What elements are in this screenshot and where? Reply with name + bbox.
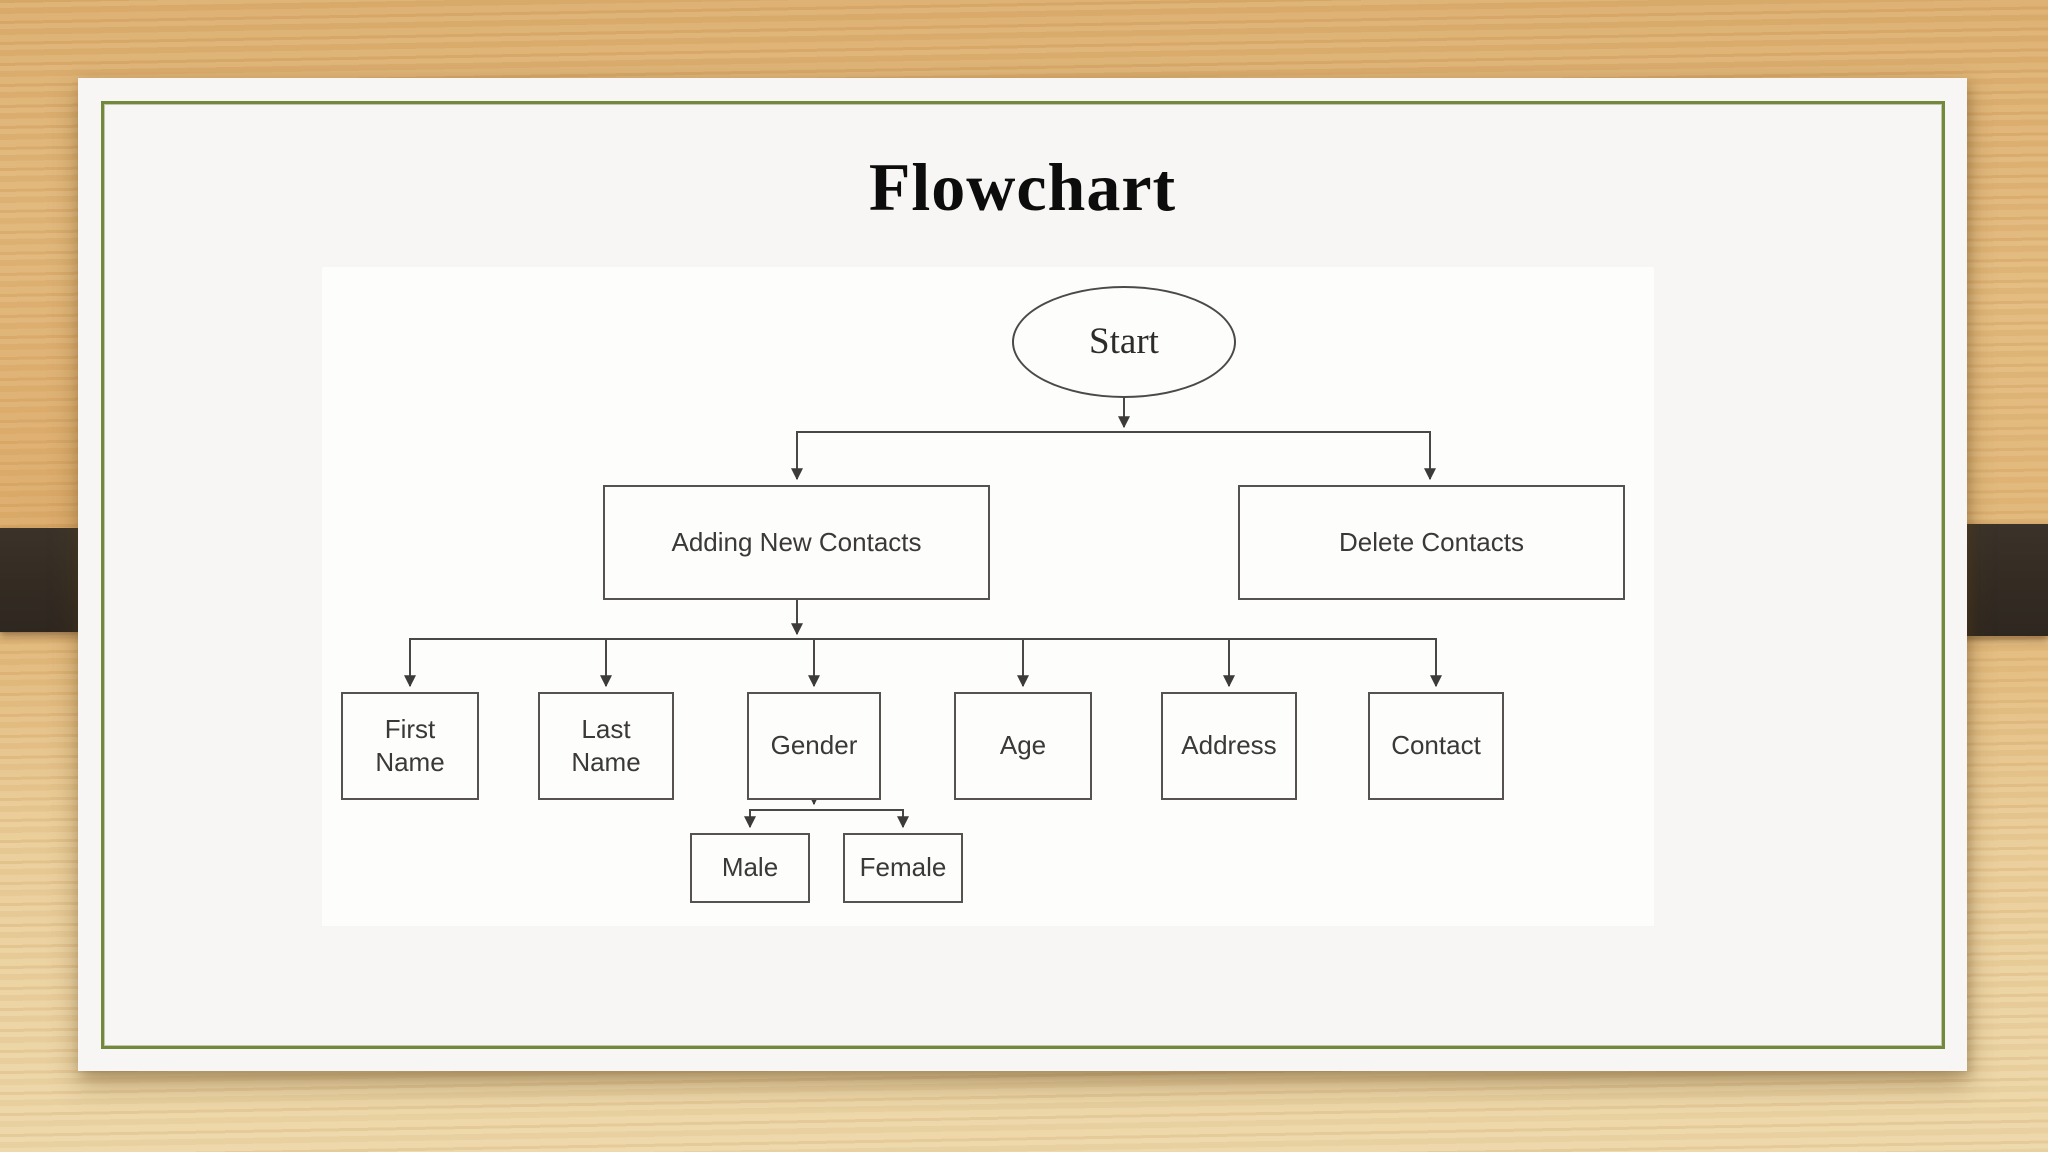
node-contact: Contact bbox=[1368, 692, 1504, 800]
node-last-name-label: Last Name bbox=[571, 713, 641, 777]
node-male-label: Male bbox=[721, 852, 779, 883]
node-male: Male bbox=[690, 833, 810, 903]
slide-green-border bbox=[101, 101, 1945, 1049]
node-age: Age bbox=[954, 692, 1092, 800]
node-address: Address bbox=[1161, 692, 1297, 800]
node-last-name: Last Name bbox=[538, 692, 674, 800]
node-contact-label: Contact bbox=[1391, 730, 1481, 761]
node-adding-new-contacts-label: Adding New Contacts bbox=[671, 526, 922, 557]
node-address-label: Address bbox=[1181, 730, 1277, 761]
node-start-label: Start bbox=[1089, 321, 1159, 363]
node-adding-new-contacts: Adding New Contacts bbox=[603, 485, 990, 600]
node-female: Female bbox=[843, 833, 963, 903]
node-first-name: First Name bbox=[341, 692, 479, 800]
page-title: Flowchart bbox=[868, 149, 1177, 225]
node-gender: Gender bbox=[747, 692, 881, 800]
node-age-label: Age bbox=[999, 730, 1047, 761]
node-delete-contacts: Delete Contacts bbox=[1238, 485, 1625, 600]
node-gender-label: Gender bbox=[770, 730, 858, 761]
node-start: Start bbox=[1012, 286, 1236, 398]
node-first-name-label: First Name bbox=[375, 713, 445, 777]
node-female-label: Female bbox=[859, 852, 947, 883]
node-delete-contacts-label: Delete Contacts bbox=[1339, 526, 1524, 557]
